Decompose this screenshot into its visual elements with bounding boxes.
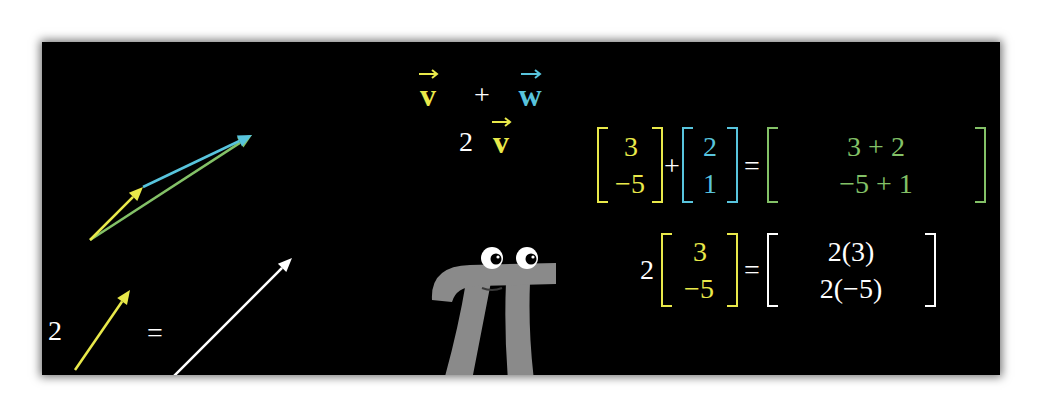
scaled-vector <box>170 268 282 375</box>
bracket <box>662 234 672 306</box>
vector-accent <box>521 70 540 78</box>
arrow-head <box>117 290 130 305</box>
pi-leg <box>505 282 534 375</box>
matrix-entry: 3 <box>693 238 707 266</box>
vector-accent <box>492 118 510 126</box>
vector-symbol: v <box>420 79 436 111</box>
matrix-entry: −5 + 1 <box>839 170 913 198</box>
pi-pupil <box>526 254 537 265</box>
bracket <box>727 128 737 202</box>
pi-pupil <box>491 254 502 265</box>
vector-accent <box>419 70 437 78</box>
sum-vector <box>90 143 240 240</box>
scalar: 2 <box>459 128 473 156</box>
v-vector <box>75 302 122 371</box>
matrix-entry: −5 <box>684 275 714 303</box>
vector-symbol: v <box>493 126 509 158</box>
matrix-entry: 1 <box>703 170 717 198</box>
matrix-entry: 3 + 2 <box>847 133 905 161</box>
pi-creature <box>432 247 556 375</box>
matrix-entry: 2 <box>703 133 717 161</box>
pi-glint <box>531 255 534 258</box>
vector-symbol: w <box>518 79 541 111</box>
v-vector <box>90 197 133 240</box>
matrix-entry: 3 <box>624 133 638 161</box>
matrix-brackets <box>598 128 985 306</box>
matrix-entry: −5 <box>615 170 645 198</box>
arrow-head <box>278 258 292 272</box>
scalar: 2 <box>640 256 654 284</box>
bracket <box>598 128 608 202</box>
arrow-head <box>129 187 143 201</box>
pi-eye <box>516 247 538 269</box>
bracket <box>925 234 935 306</box>
scalar: 2 <box>48 317 62 345</box>
bracket <box>768 128 778 202</box>
bracket <box>975 128 985 202</box>
bracket <box>727 234 737 306</box>
operator: = <box>744 256 760 284</box>
pi-eye <box>481 247 503 269</box>
operator: + <box>474 81 490 109</box>
bracket <box>768 234 778 306</box>
pi-glint <box>496 255 499 258</box>
bracket <box>652 128 662 202</box>
pi-mouth <box>482 288 502 290</box>
arrow-head <box>237 135 252 146</box>
bracket <box>683 128 693 202</box>
panel-art <box>75 70 985 375</box>
operator: = <box>147 319 163 347</box>
matrix-entry: 2(−5) <box>820 275 882 303</box>
pi-body <box>432 263 556 302</box>
matrix-entry: 2(3) <box>828 238 875 266</box>
operator: + <box>664 152 680 180</box>
operator: = <box>744 152 760 180</box>
w-vector <box>143 141 239 187</box>
